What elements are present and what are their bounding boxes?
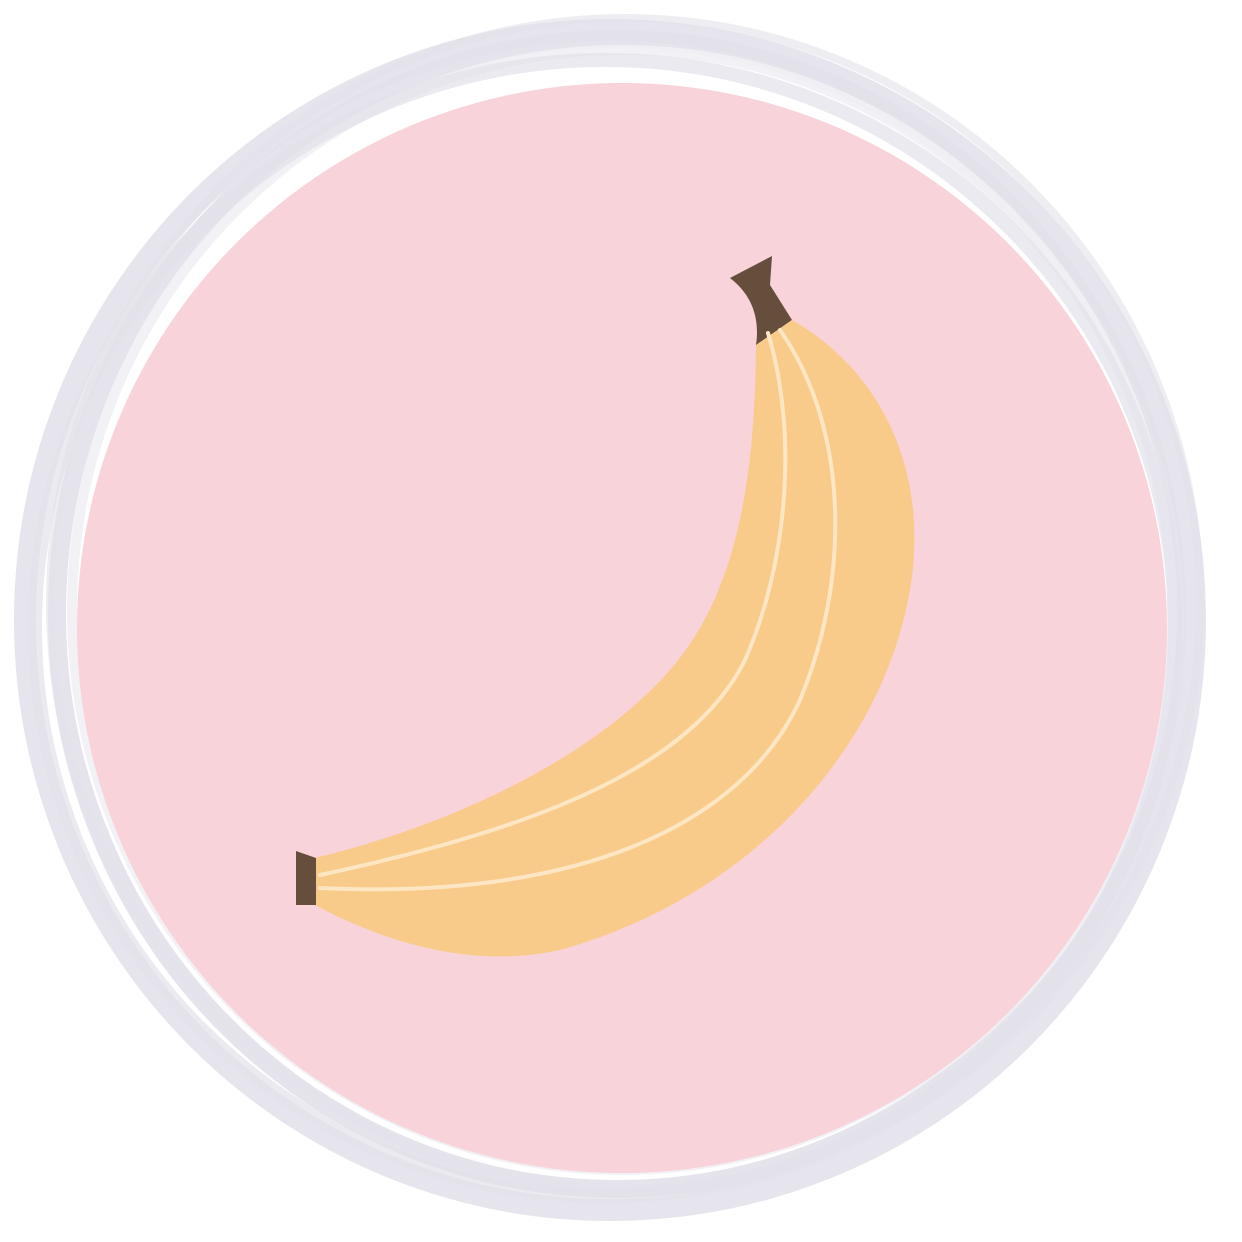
pink-circle (77, 83, 1167, 1173)
banana-body (315, 320, 915, 957)
banana-ridge-inner (318, 331, 788, 877)
banana-ridge-outer (318, 328, 838, 892)
banana-top-stem (730, 256, 792, 345)
banana-bottom-tip (296, 851, 316, 905)
brush-ring (14, 14, 1206, 1221)
banana-icon (296, 256, 915, 957)
